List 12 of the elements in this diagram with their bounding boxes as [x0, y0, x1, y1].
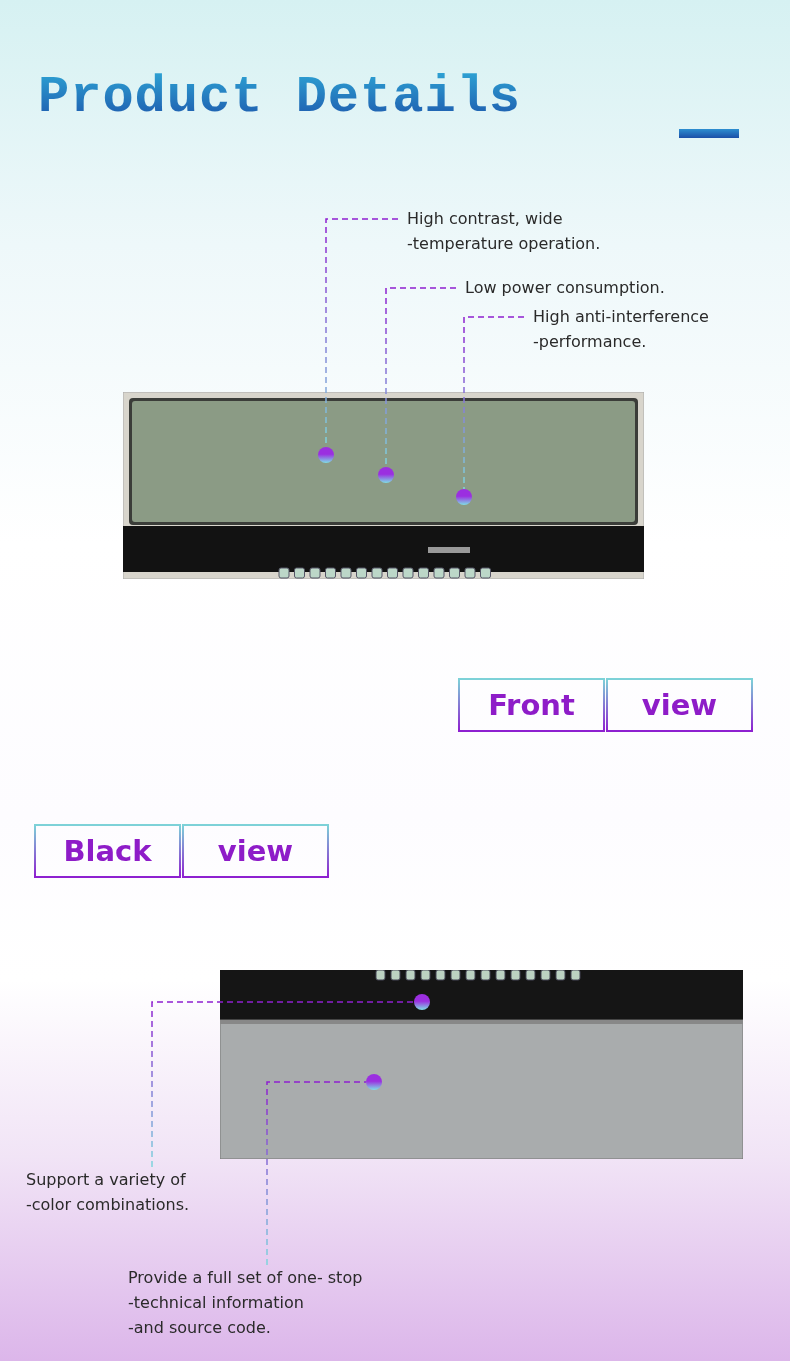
callout-text: High anti-interference -performance.: [524, 304, 709, 354]
leader-line: [266, 1081, 367, 1266]
callout-text: Low power consumption.: [456, 275, 665, 300]
view-label: Black: [34, 824, 181, 878]
view-label: view: [182, 824, 329, 878]
callout-text: Support a variety of -color combinations.: [17, 1167, 190, 1217]
callout-text: High contrast, wide -temperature operation.: [398, 206, 601, 256]
callout-text: Provide a full set of one- stop -technical information -and source code.: [119, 1265, 363, 1340]
leader-line: [463, 316, 525, 490]
leader-line: [151, 1001, 415, 1168]
view-label: view: [606, 678, 753, 732]
view-label: Front: [458, 678, 605, 732]
